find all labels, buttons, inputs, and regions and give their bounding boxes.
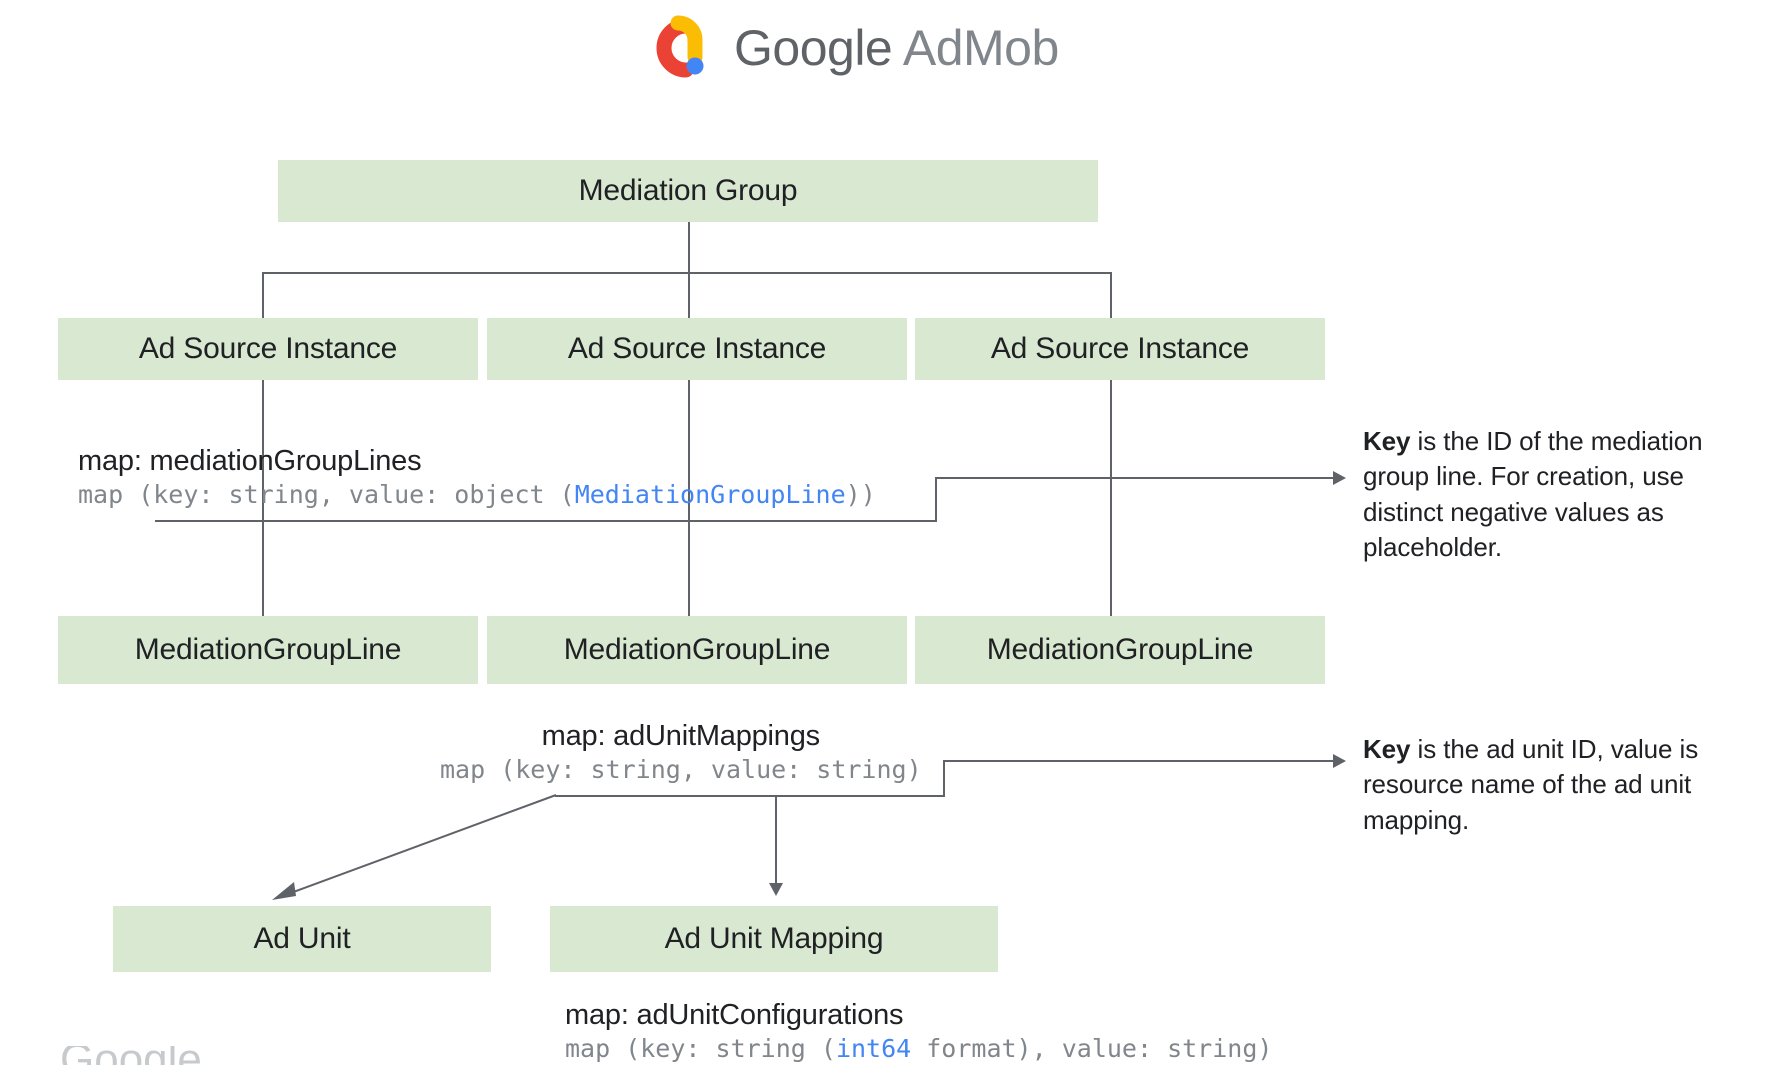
note-lead: Key	[1363, 426, 1411, 456]
node-mediation-group: Mediation Group	[278, 160, 1098, 222]
note-body: is the ID of the mediation group line. F…	[1363, 426, 1703, 563]
connector-drop-ad-source-3	[1110, 272, 1112, 318]
map-signature-link[interactable]: MediationGroupLine	[574, 480, 846, 510]
brand-word-admob: AdMob	[892, 20, 1059, 76]
note-lead: Key	[1363, 734, 1411, 764]
connector-aum-to-ad-unit	[272, 794, 557, 900]
map-ad-unit-mappings: map: adUnitMappings map (key: string, va…	[440, 719, 922, 785]
node-label: Ad Source Instance	[567, 332, 827, 365]
admob-logo-icon	[640, 12, 712, 84]
node-label: MediationGroupLine	[563, 633, 831, 666]
connector-mediation-group-stem	[688, 222, 690, 272]
connector-ad-source-1-to-rail	[262, 380, 264, 520]
map-signature-prefix: map (key: string (	[565, 1034, 836, 1064]
map-ad-unit-configurations: map: adUnitConfigurations map (key: stri…	[565, 998, 1272, 1064]
map-title: map: mediationGroupLines	[78, 445, 422, 477]
arrowhead-aum-to-ad-unit-mapping	[769, 883, 783, 896]
connector-drop-ad-source-1	[262, 272, 264, 318]
map-signature-link[interactable]: int64	[835, 1034, 912, 1064]
node-label: Ad Unit Mapping	[664, 922, 884, 955]
map-signature: map (key: string, value: object (Mediati…	[78, 480, 876, 510]
connector-aum-riser	[943, 760, 945, 797]
map-signature: map (key: string, value: string)	[440, 755, 922, 785]
connector-aum-rail	[555, 795, 945, 797]
brand-word-google: Google	[734, 20, 893, 76]
node-ad-source-instance-3: Ad Source Instance	[915, 318, 1325, 380]
node-mediation-group-line-2: MediationGroupLine	[487, 616, 907, 684]
map-signature-suffix: ))	[845, 480, 876, 510]
note-ad-unit-mapping-key: Key is the ad unit ID, value is resource…	[1363, 732, 1763, 838]
connector-drop-ad-source-2	[688, 272, 690, 318]
connector-aum-to-ad-unit-mapping	[775, 795, 777, 885]
node-ad-source-instance-2: Ad Source Instance	[487, 318, 907, 380]
node-mediation-group-line-1: MediationGroupLine	[58, 616, 478, 684]
admob-brand-header: Google AdMob	[640, 12, 1059, 84]
connector-mgl-riser	[935, 477, 937, 522]
note-body: is the ad unit ID, value is resource nam…	[1363, 734, 1699, 835]
footer-cutoff-text: Google	[60, 1046, 202, 1065]
connector-bracket-ad-sources	[262, 272, 1112, 274]
node-label: Ad Unit	[253, 922, 351, 955]
map-title: map: adUnitMappings	[541, 720, 821, 752]
node-label: Ad Source Instance	[138, 332, 398, 365]
node-label: Ad Source Instance	[990, 332, 1250, 365]
map-mediation-group-lines: map: mediationGroupLines map (key: strin…	[78, 444, 876, 510]
connector-ad-source-3-to-rail	[1110, 380, 1112, 520]
arrowhead-mgl-to-note	[1333, 471, 1346, 485]
connector-ad-source-2-to-rail	[688, 380, 690, 520]
connector-rail-to-mgl-3	[1110, 520, 1112, 616]
node-label: MediationGroupLine	[986, 633, 1254, 666]
node-ad-unit-mapping: Ad Unit Mapping	[550, 906, 998, 972]
connector-rail-to-mgl-1	[262, 520, 264, 616]
connector-rail-to-mgl-2	[688, 520, 690, 616]
brand-wordmark: Google AdMob	[734, 23, 1059, 73]
node-ad-unit: Ad Unit	[113, 906, 491, 972]
map-signature-suffix: format), value: string)	[911, 1034, 1273, 1064]
arrowhead-aum-to-note	[1333, 754, 1346, 768]
node-label: Mediation Group	[578, 174, 798, 207]
connector-aum-to-note	[943, 760, 1335, 762]
node-label: MediationGroupLine	[134, 633, 402, 666]
node-ad-source-instance-1: Ad Source Instance	[58, 318, 478, 380]
map-title: map: adUnitConfigurations	[565, 999, 904, 1031]
node-mediation-group-line-3: MediationGroupLine	[915, 616, 1325, 684]
connector-mgl-rail	[155, 520, 937, 522]
map-signature: map (key: string (int64 format), value: …	[565, 1034, 1272, 1064]
map-signature-prefix: map (key: string, value: object (	[78, 480, 575, 510]
note-mediation-group-line-key: Key is the ID of the mediation group lin…	[1363, 424, 1763, 565]
connector-mgl-to-note	[935, 477, 1335, 479]
